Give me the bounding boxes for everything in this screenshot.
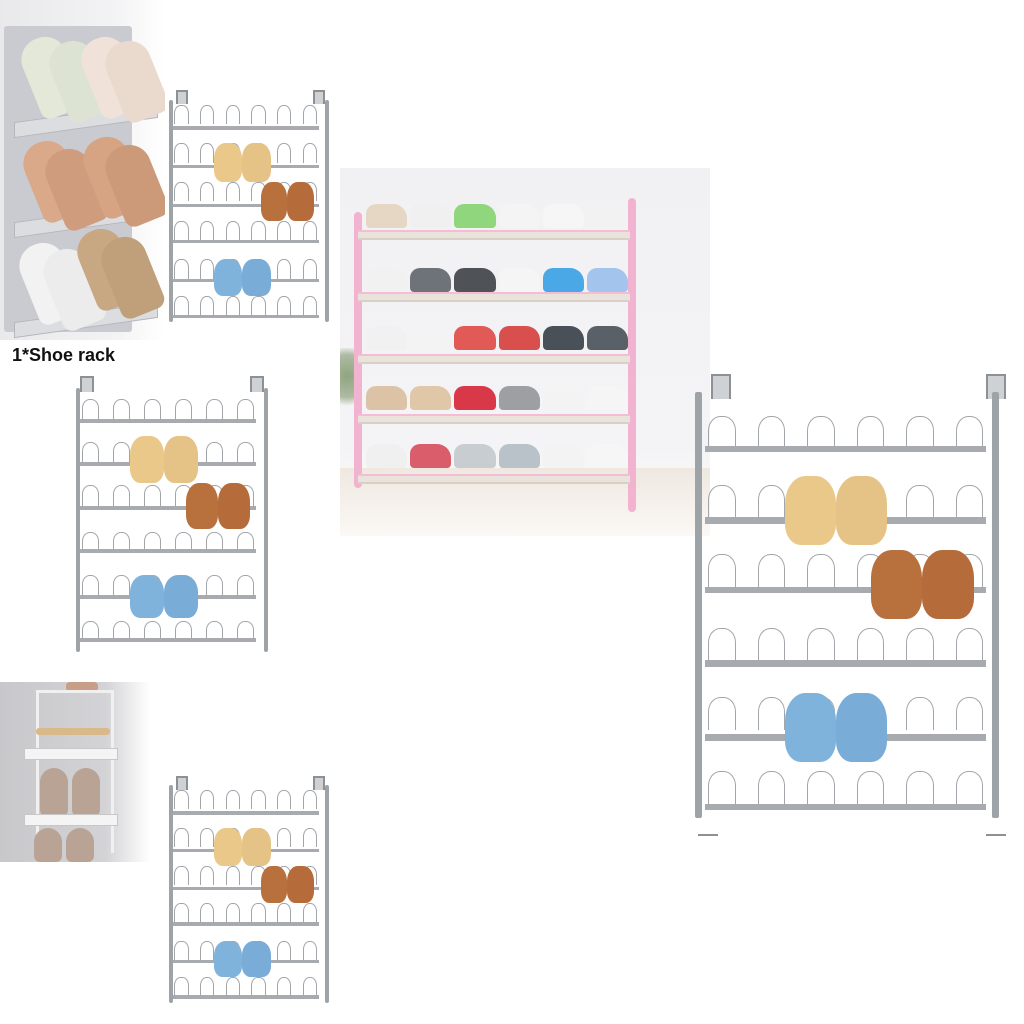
rack-post <box>992 392 1000 818</box>
pink-shoe-shelf-photo <box>340 168 710 536</box>
beige-slipper <box>164 436 198 483</box>
blue-slipper <box>784 692 836 763</box>
rack-post <box>169 99 173 323</box>
hand <box>66 682 98 692</box>
beige-slipper <box>130 436 164 483</box>
shelf-tier <box>358 292 630 302</box>
brown-slipper <box>922 549 974 619</box>
door-hook <box>175 776 189 790</box>
door-hook <box>175 90 189 105</box>
rack-shelf <box>704 445 987 453</box>
rack-post <box>325 99 329 323</box>
door-hook <box>80 376 94 393</box>
rack-shelf <box>704 803 987 811</box>
hanging-tray-rack-photo <box>0 682 150 862</box>
shelf-tier <box>358 230 630 240</box>
blue-slipper <box>164 574 198 618</box>
door-hook <box>250 376 264 393</box>
plastic-shoe-rack-photo <box>0 0 165 340</box>
rack-post <box>263 387 268 653</box>
rack-shelf <box>80 548 256 553</box>
brown-slipper <box>186 482 218 529</box>
brown-slipper <box>260 865 288 904</box>
rack-shelf <box>172 315 319 319</box>
wire-shoe-rack-large <box>692 374 1012 836</box>
rack-shelf <box>172 126 319 130</box>
product-caption: 1*Shoe rack <box>12 345 116 365</box>
shelf-tier <box>358 354 630 364</box>
rack-frame <box>36 690 114 853</box>
slipper-image <box>34 828 62 862</box>
rack-shelf <box>80 505 256 510</box>
rack-shelf <box>704 660 987 667</box>
pink-post <box>628 198 636 512</box>
wire-shoe-rack <box>72 376 272 664</box>
rack-post <box>76 387 81 653</box>
brown-slipper <box>871 549 923 619</box>
wire-shoe-rack <box>166 776 332 1012</box>
blue-slipper <box>242 259 271 296</box>
door-hook <box>711 374 732 400</box>
beige-slipper <box>214 827 243 866</box>
rack-shelf <box>172 886 319 891</box>
blue-slipper <box>214 259 243 296</box>
blue-slipper <box>130 574 164 618</box>
door-hook <box>313 90 326 105</box>
door-hook <box>985 374 1006 400</box>
slipper-image <box>40 768 68 816</box>
beige-slipper <box>784 475 836 545</box>
plant <box>340 348 354 418</box>
brown-slipper <box>218 482 250 529</box>
rack-shelf <box>80 638 256 643</box>
brown-slipper <box>287 181 314 221</box>
rack-post <box>169 785 173 1003</box>
rack-tray <box>24 748 118 760</box>
rack-shelf <box>80 419 256 424</box>
door-hook <box>313 776 326 790</box>
shelf-tier <box>358 414 630 424</box>
rack-tray <box>24 814 118 826</box>
rack-foot <box>986 822 1006 836</box>
rack-shelf <box>172 811 319 815</box>
blue-slipper <box>214 941 243 977</box>
pink-post <box>354 212 362 488</box>
wooden-bar <box>36 728 110 735</box>
blue-slipper <box>242 941 271 977</box>
beige-slipper <box>214 143 243 182</box>
rack-post <box>325 785 329 1003</box>
slipper-image <box>66 828 94 862</box>
rack-shelf <box>172 995 319 999</box>
rack-shelf <box>172 203 319 208</box>
beige-slipper <box>242 827 271 866</box>
blue-slipper <box>836 692 888 763</box>
beige-slipper <box>836 475 888 545</box>
wire-shoe-rack <box>166 90 332 332</box>
beige-slipper <box>242 143 271 182</box>
brown-slipper <box>260 181 288 221</box>
rack-shelf <box>172 922 319 926</box>
rack-foot <box>698 822 718 836</box>
rack-post <box>695 392 703 818</box>
rack-shelf <box>172 240 319 244</box>
rack-shelf <box>704 586 987 593</box>
brown-slipper <box>287 865 314 904</box>
slipper-image <box>72 768 100 816</box>
shelf-tier <box>358 474 630 484</box>
